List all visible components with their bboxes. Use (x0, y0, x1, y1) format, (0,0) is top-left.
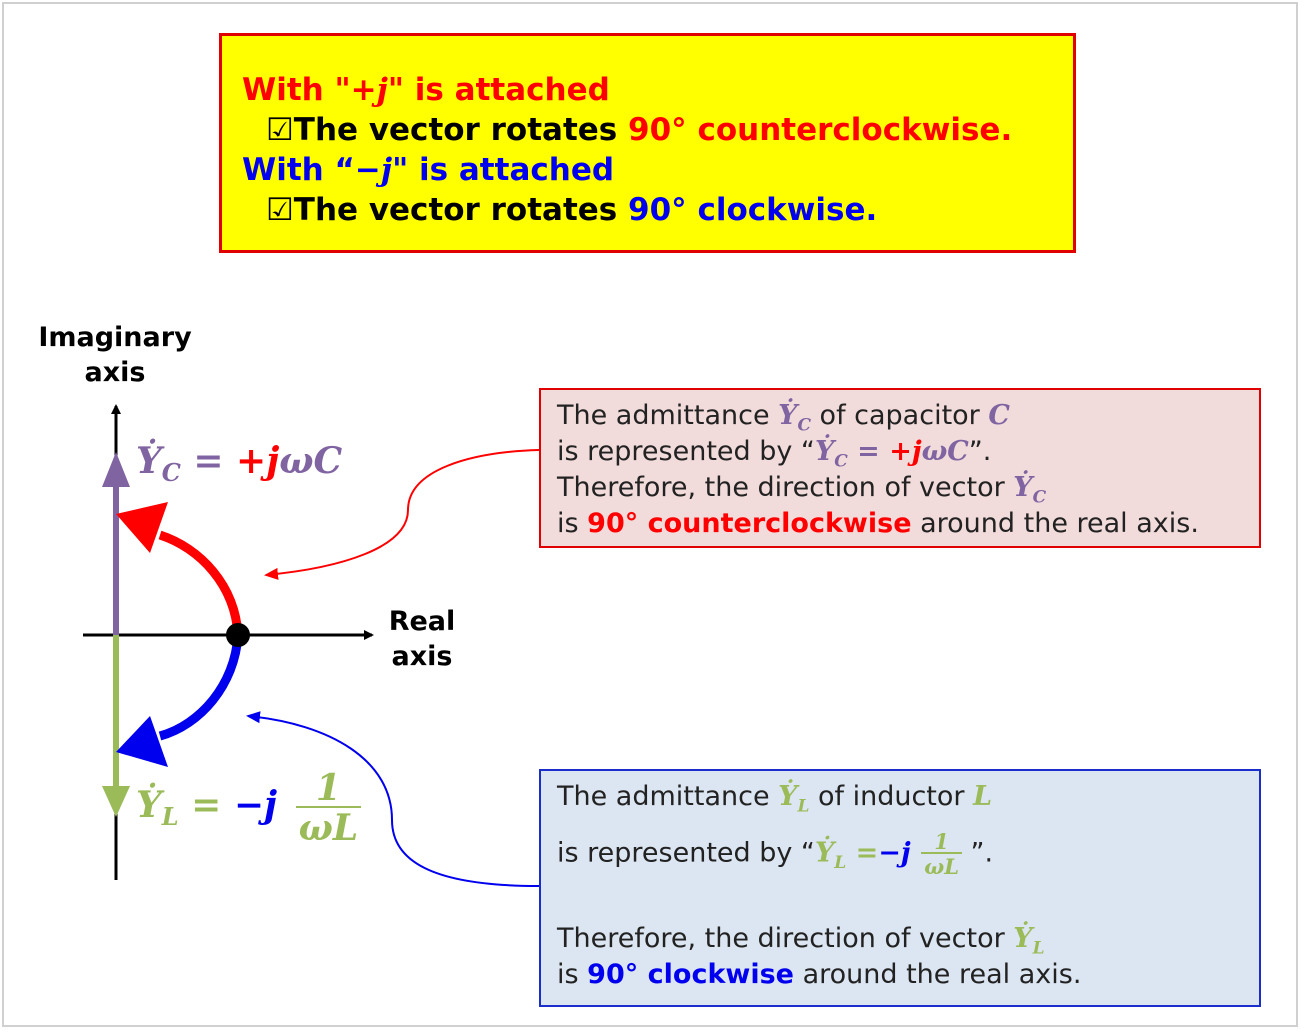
imaginary-axis-label: Imaginary axis (38, 322, 192, 388)
capacitor-note-line-3: Therefore, the direction of vector ẎC (557, 472, 1047, 508)
real-axis-label: Real axis (388, 606, 456, 672)
inductor-note-line-4: is 90° clockwise around the real axis. (557, 959, 1082, 990)
inductor-note-fraction: 1 ωL (921, 831, 962, 877)
yc-vector-arrowhead (102, 452, 130, 487)
inductor-note: The admittance ẎL of inductor L is repre… (539, 769, 1261, 1007)
plus-j-heading: With "+j" is attached (242, 72, 610, 108)
capacitor-note-line-2: is represented by “ẎC = +jωC”. (557, 436, 992, 472)
yl-fraction: 1 ωL (295, 770, 362, 846)
minus-j-heading: With “−j" is attached (242, 152, 615, 188)
capacitor-note: The admittance ẎC of capacitor C is repr… (539, 388, 1261, 548)
capacitor-note-line-4: is 90° counterclockwise around the real … (557, 508, 1199, 539)
ccw-rotation-arrowhead (116, 502, 168, 553)
checkbox-icon: ☑ (266, 112, 294, 148)
inductor-note-line-2: is represented by “ẎL =−j 1 ωL ”. (557, 829, 994, 879)
inductor-callout-line (246, 711, 540, 887)
inductor-note-line-3: Therefore, the direction of vector ẎL (557, 923, 1045, 959)
checkbox-icon: ☑ (266, 192, 294, 228)
minus-j-rotation: ☑The vector rotates 90° clockwise. (266, 192, 878, 228)
yl-equation: ẎL = −j 1 ωL (136, 770, 362, 846)
capacitor-note-line-1: The admittance ẎC of capacitor C (557, 400, 1010, 436)
yc-equation: ẎC = +jωC (136, 440, 343, 488)
cw-rotation-arc (158, 634, 243, 741)
plus-j-rotation: ☑The vector rotates 90° counterclockwise… (266, 112, 1013, 148)
ccw-rotation-arc (158, 530, 243, 636)
capacitor-callout-line (264, 449, 540, 580)
summary-box: With "+j" is attached ☑The vector rotate… (219, 33, 1076, 253)
cw-rotation-arrowhead (116, 716, 168, 767)
yl-vector-arrowhead (102, 786, 130, 817)
rotation-origin-dot (226, 623, 250, 647)
inductor-note-line-1: The admittance ẎL of inductor L (557, 781, 993, 817)
